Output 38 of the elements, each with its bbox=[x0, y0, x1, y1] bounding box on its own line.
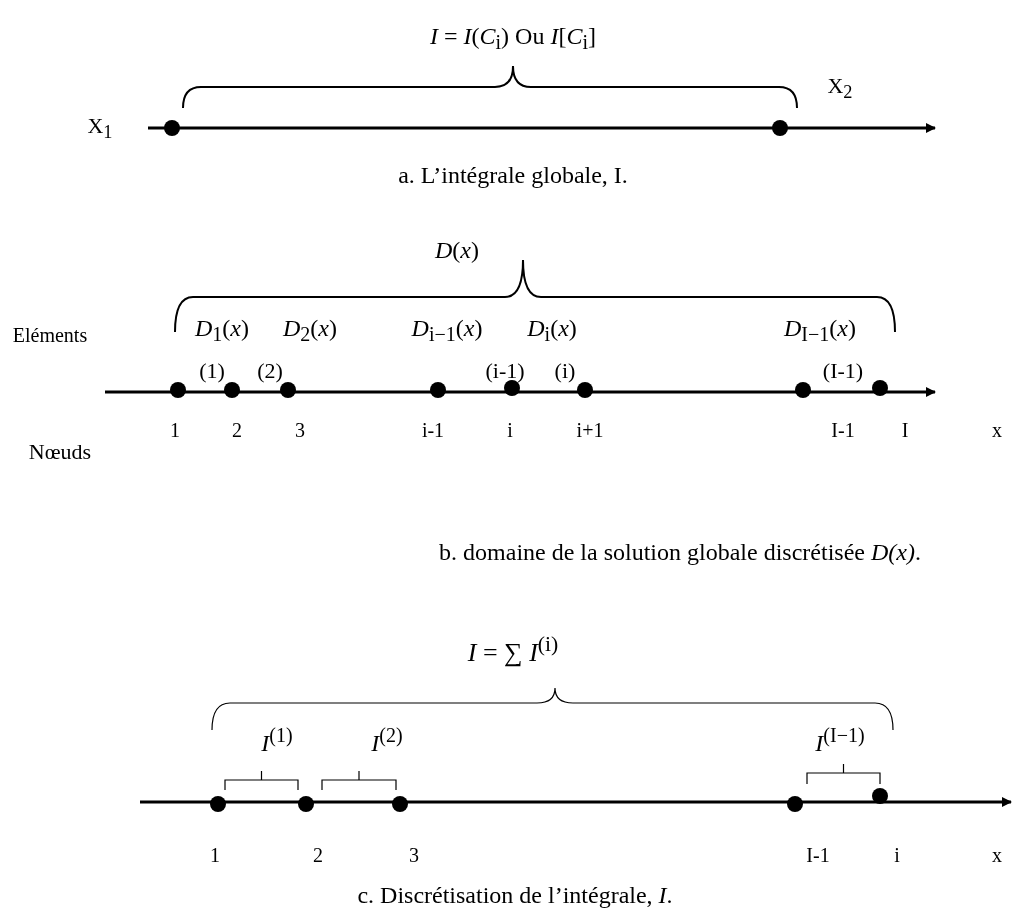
element-number: (1) bbox=[199, 358, 225, 384]
formula: D$_{i−1}$(x) bbox=[411, 314, 483, 346]
node-number: 1 bbox=[170, 419, 180, 441]
node-number: 3 bbox=[409, 844, 419, 866]
formula: D$_{1}$(x) bbox=[195, 314, 249, 346]
axis-label: x bbox=[992, 419, 1002, 441]
element-number: (I-1) bbox=[822, 358, 864, 384]
node-number: 3 bbox=[295, 419, 305, 441]
formula: D$_{2}$(x) bbox=[283, 314, 337, 346]
caption: b. domaine de la solution globale discrétisée D(x). bbox=[439, 538, 921, 566]
formula: I$^{(I−1)}$ bbox=[815, 723, 865, 757]
node-number: i+1 bbox=[576, 419, 604, 441]
node-number: I-1 bbox=[806, 844, 830, 866]
element-number: (i) bbox=[554, 358, 576, 384]
node-number: I-1 bbox=[831, 419, 855, 441]
formula: I$^{(1)}$ bbox=[261, 723, 293, 757]
node-number: i bbox=[894, 844, 900, 866]
node-number: 2 bbox=[313, 844, 323, 866]
node-number: i bbox=[507, 419, 513, 441]
formula: D$_{I−1}$(x) bbox=[784, 314, 856, 346]
element-number: (2) bbox=[257, 358, 283, 384]
node-number: 2 bbox=[232, 419, 242, 441]
caption: a. L’intégrale globale, I. bbox=[398, 161, 628, 189]
axis-label: x bbox=[992, 844, 1002, 866]
element-number: (i-1) bbox=[485, 358, 525, 384]
node-number: I bbox=[901, 419, 909, 441]
formula: D$_{i}$(x) bbox=[527, 314, 577, 346]
node-number: i-1 bbox=[421, 419, 445, 441]
caption: c. Discrétisation de l’intégrale, I. bbox=[357, 881, 673, 909]
endpoint-label: X$_{2}$ bbox=[827, 73, 853, 103]
row-label: Eléments bbox=[12, 324, 88, 346]
formula: I = I(C$_{i}$) Ou I[C$_{i}$] bbox=[430, 22, 596, 54]
formula: I$^{(2)}$ bbox=[371, 723, 403, 757]
formula: D(x) bbox=[435, 236, 479, 264]
endpoint-label: X$_{1}$ bbox=[87, 113, 113, 143]
node-number: 1 bbox=[210, 844, 220, 866]
row-label: Nœuds bbox=[28, 439, 92, 465]
formula: I = ∑ I$^{(i)}$ bbox=[467, 632, 559, 668]
